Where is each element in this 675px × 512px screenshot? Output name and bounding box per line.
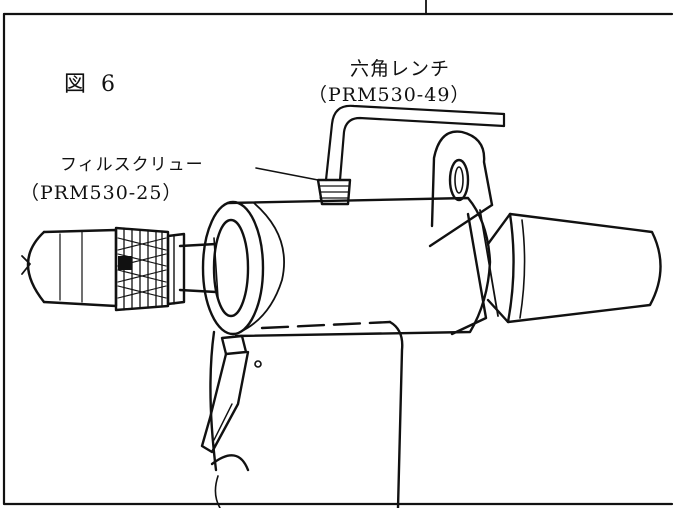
hanger-eye-inner <box>454 166 464 194</box>
chuck-spindle <box>166 232 218 306</box>
trigger <box>200 334 262 454</box>
hex-wrench-label: 六角レンチ <box>350 58 451 80</box>
hex-wrench-part-number: （PRM530-49） <box>308 84 471 106</box>
pistol-grip <box>209 320 404 510</box>
knurled-chuck <box>114 226 170 312</box>
front-collar <box>201 200 265 336</box>
chuck-nose <box>21 228 118 308</box>
hex-wrench <box>324 104 506 182</box>
fill-screw-label: フィルスクリュー <box>60 155 204 175</box>
hanger-eye <box>448 158 470 202</box>
figure-title: 図 6 <box>64 72 119 97</box>
fill-screw-part-number: （PRM530-25） <box>20 182 183 204</box>
fill-screw-leader <box>255 167 319 181</box>
main-body <box>226 196 492 338</box>
rear-nose-cone <box>486 212 662 324</box>
